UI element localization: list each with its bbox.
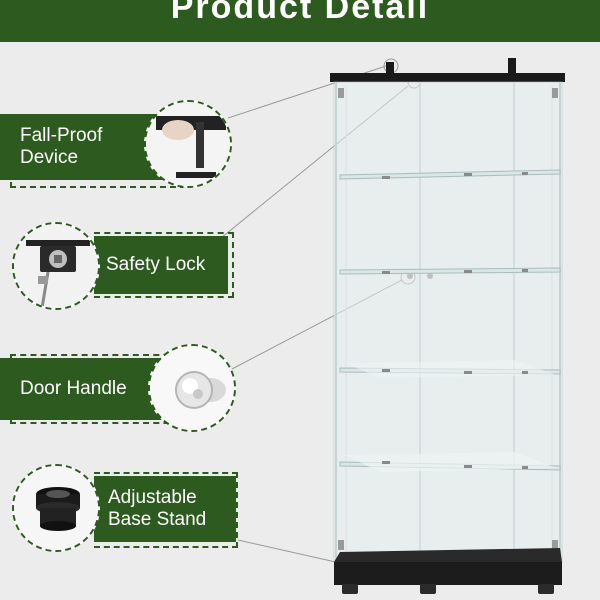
lock-icon: [12, 222, 100, 310]
base-stand-icon: [12, 464, 100, 552]
feature-label-line: Device: [20, 147, 79, 168]
feature-label-line: Fall-Proof: [20, 125, 103, 146]
feature-label-base-stand: Adjustable Base Stand: [94, 476, 236, 542]
feature-label-line: Door Handle: [20, 378, 127, 399]
feature-label-safety-lock: Safety Lock: [94, 236, 228, 294]
feature-label-line: Base Stand: [108, 509, 207, 530]
page-title: Product Detail: [170, 0, 430, 26]
door-handle-icon: [148, 344, 236, 432]
title-banner: Product Detail: [0, 0, 600, 42]
feature-label-line: Safety Lock: [106, 254, 206, 275]
feature-label-line: Adjustable: [108, 487, 197, 508]
fall-proof-device-icon: [144, 100, 232, 188]
